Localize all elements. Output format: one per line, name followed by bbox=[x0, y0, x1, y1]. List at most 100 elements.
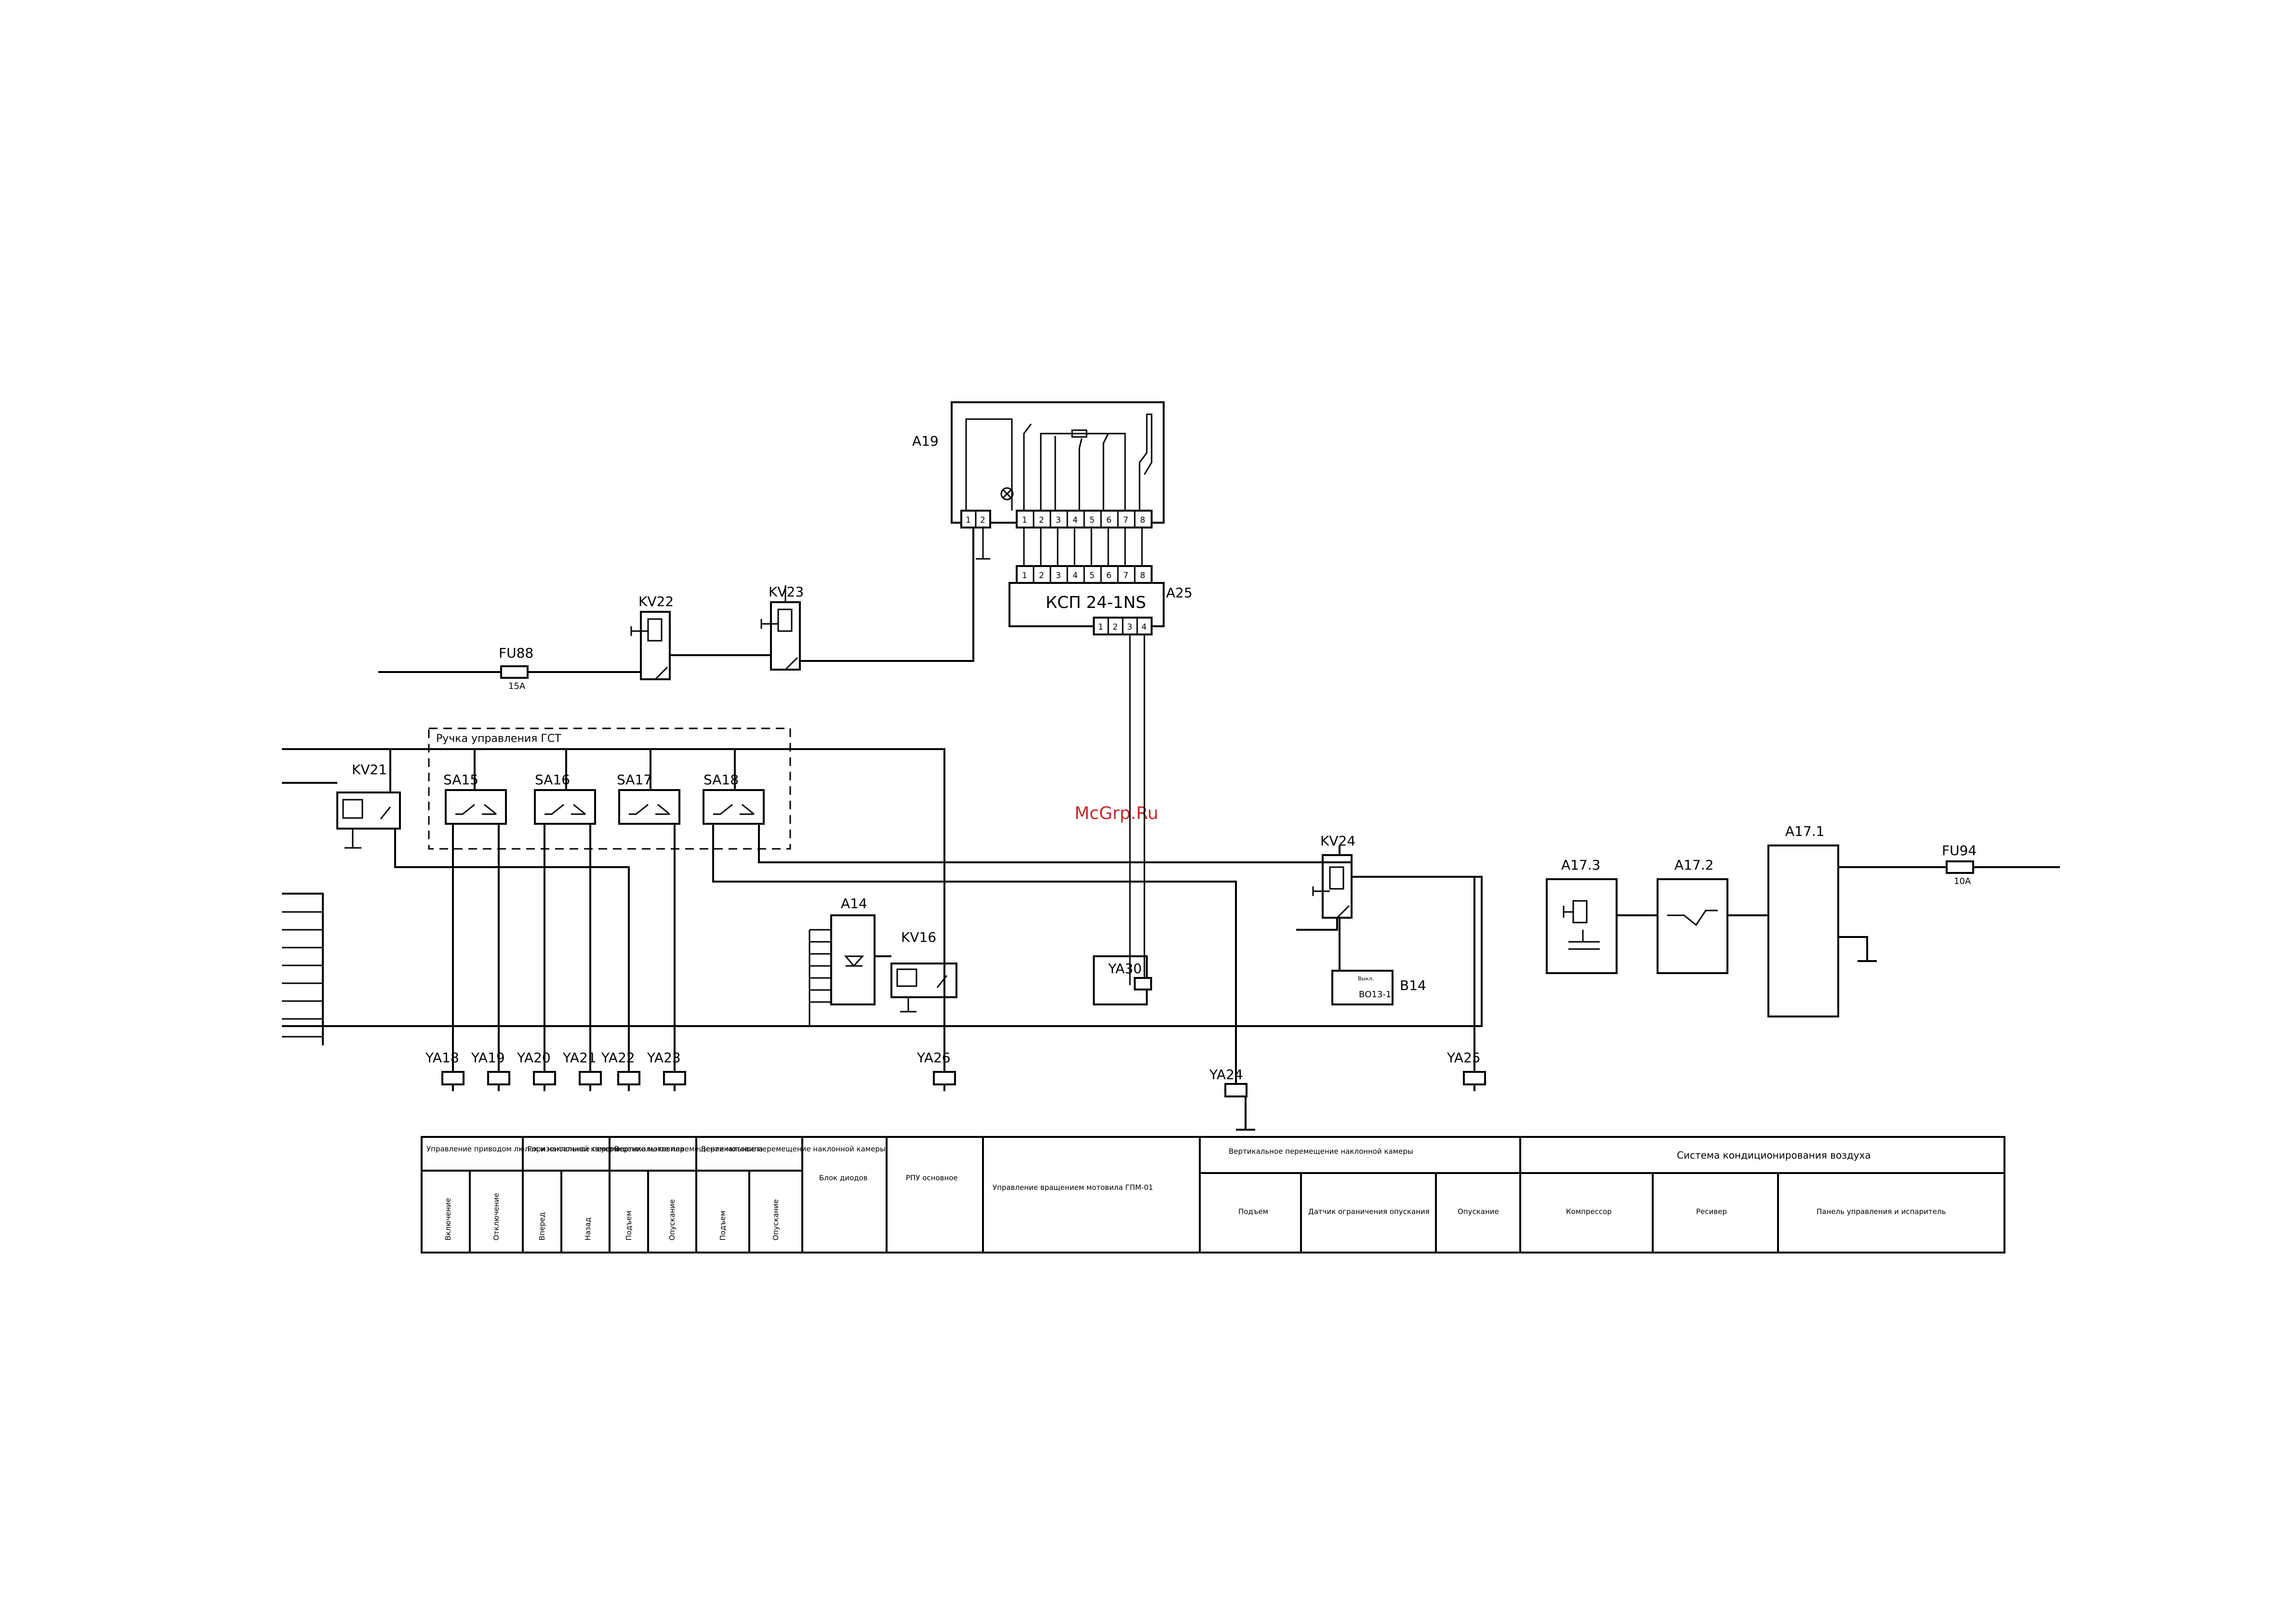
tb-col-switch-off: Отключение bbox=[492, 1193, 501, 1240]
sa16-switch: SA16 bbox=[534, 749, 596, 825]
tb-feeder-vertical-title: Вертикальное перемещение наклонной камер… bbox=[1229, 1147, 1413, 1156]
svg-text:B14: B14 bbox=[1400, 977, 1426, 993]
fu88-fuse bbox=[500, 665, 529, 679]
tb-col-feeder-down: Опускание bbox=[771, 1199, 780, 1240]
fu94-fuse bbox=[1946, 860, 1974, 874]
svg-text:KV16: KV16 bbox=[901, 929, 936, 945]
tb-col-feeder-up: Подъем bbox=[718, 1211, 727, 1240]
svg-text:Выкл.: Выкл. bbox=[1358, 976, 1374, 982]
svg-text:1: 1 bbox=[1022, 515, 1027, 525]
svg-text:3: 3 bbox=[1127, 622, 1132, 632]
feed-line-1 bbox=[282, 748, 945, 1057]
kv22-label: KV22 bbox=[638, 594, 674, 609]
svg-text:2: 2 bbox=[1039, 515, 1044, 525]
valve-ya23: YA23 bbox=[647, 1050, 686, 1091]
tb-group-4-title: Вертикальное перемещение наклонной камер… bbox=[701, 1145, 886, 1153]
tb-col-reel-down: Опускание bbox=[668, 1199, 677, 1240]
valve-ya19: YA19 bbox=[471, 1050, 510, 1091]
svg-text:4: 4 bbox=[1141, 622, 1147, 632]
a25-name: КСП 24-1NS bbox=[1046, 593, 1146, 612]
svg-text:4: 4 bbox=[1073, 515, 1078, 525]
kv24-relay: KV24 bbox=[1296, 833, 1355, 971]
a25-block: 1 2 3 4 5 6 7 8 КСП 24-1NS A25 1 2 3 4 bbox=[1009, 565, 1193, 985]
svg-text:6: 6 bbox=[1106, 571, 1112, 581]
tb-ac-panel: Панель управления и испаритель bbox=[1817, 1207, 1946, 1216]
sa17-switch: SA17 bbox=[617, 749, 680, 825]
svg-text:6: 6 bbox=[1106, 515, 1112, 525]
tb-col-forward: Вперед bbox=[538, 1213, 546, 1240]
valve-ya26: YA26 bbox=[916, 1050, 956, 1091]
sa18-switch: SA18 bbox=[703, 749, 765, 825]
svg-text:YA18: YA18 bbox=[425, 1050, 459, 1066]
valve-ya24: YA24 bbox=[1209, 1057, 1255, 1131]
svg-text:2: 2 bbox=[1113, 622, 1118, 632]
svg-text:7: 7 bbox=[1123, 515, 1128, 525]
svg-text:YA26: YA26 bbox=[916, 1050, 951, 1066]
a19-block: A19 1 2 1 2 3 4 5 6 7 8 bbox=[912, 401, 1165, 566]
svg-text:YA21: YA21 bbox=[562, 1050, 597, 1066]
svg-text:YA20: YA20 bbox=[517, 1050, 551, 1066]
svg-text:YA22: YA22 bbox=[601, 1050, 635, 1066]
kv24-output-wire bbox=[1352, 876, 1475, 1026]
svg-text:A17.3: A17.3 bbox=[1561, 857, 1601, 873]
svg-text:SA15: SA15 bbox=[443, 772, 478, 788]
svg-text:1: 1 bbox=[1098, 622, 1103, 632]
svg-text:KV21: KV21 bbox=[352, 762, 387, 778]
kv23-label: KV23 bbox=[769, 584, 804, 600]
valve-ya25: YA25 bbox=[1447, 1026, 1486, 1091]
svg-text:A14: A14 bbox=[841, 896, 867, 911]
svg-text:KV24: KV24 bbox=[1320, 833, 1355, 849]
tb-rpu: РПУ основное bbox=[906, 1174, 958, 1182]
svg-text:YA25: YA25 bbox=[1447, 1050, 1481, 1066]
svg-text:SA17: SA17 bbox=[617, 772, 652, 788]
tb-col-back: Назад bbox=[584, 1217, 592, 1240]
watermark: McGrp.Ru bbox=[1075, 804, 1158, 823]
fu94-rating: 10A bbox=[1954, 876, 1971, 886]
a17-2-receiver: A17.2 bbox=[1657, 857, 1728, 974]
svg-text:A17.1: A17.1 bbox=[1785, 823, 1825, 839]
svg-text:3: 3 bbox=[1056, 571, 1061, 581]
b14-sensor: Выкл. ВО13-1 B14 bbox=[1331, 970, 1426, 1005]
a14-diode-block: A14 bbox=[809, 896, 891, 1026]
title-block: Управление приводом люлек и наклонной ка… bbox=[421, 1136, 2005, 1254]
svg-text:8: 8 bbox=[1140, 515, 1145, 525]
fu88-label: FU88 bbox=[499, 645, 533, 661]
svg-text:2: 2 bbox=[1039, 571, 1044, 581]
svg-text:SA16: SA16 bbox=[535, 772, 570, 788]
harness-strip bbox=[282, 893, 324, 1045]
sa15-switch: SA15 bbox=[443, 749, 507, 825]
tb-group-3-title: Вертикальное перемещение мотовила bbox=[614, 1145, 763, 1153]
valve-ya30: YA30 bbox=[1093, 955, 1152, 1005]
valve-ya21: YA21 bbox=[562, 1050, 602, 1091]
tb-compressor: Компрессор bbox=[1566, 1207, 1612, 1216]
svg-text:3: 3 bbox=[1056, 515, 1061, 525]
svg-text:7: 7 bbox=[1123, 571, 1128, 581]
fu88-rating: 15А bbox=[508, 681, 526, 691]
svg-text:1: 1 bbox=[966, 515, 971, 525]
gst-handle-group bbox=[428, 727, 791, 850]
svg-text:A17.2: A17.2 bbox=[1674, 857, 1714, 873]
kv21-relay: KV21 bbox=[336, 749, 630, 1026]
gst-handle-label: Ручка управления ГСТ bbox=[436, 733, 561, 745]
tb-col-reel-up: Подъем bbox=[624, 1211, 633, 1240]
fuse-line-top: FU88 15А KV22 KV23 bbox=[378, 528, 974, 691]
main-bus bbox=[282, 876, 1483, 1027]
tb-reel-rotation: Управление вращением мотовила ГПМ-01 bbox=[993, 1183, 1153, 1192]
svg-text:YA24: YA24 bbox=[1209, 1067, 1243, 1082]
svg-text:YA30: YA30 bbox=[1108, 961, 1142, 976]
tb-col-switch-on: Включение bbox=[444, 1198, 452, 1240]
svg-text:4: 4 bbox=[1073, 571, 1078, 581]
kv16-relay: KV16 bbox=[890, 929, 957, 1013]
a19-label: A19 bbox=[912, 433, 939, 449]
svg-text:YA23: YA23 bbox=[647, 1050, 681, 1066]
svg-text:1: 1 bbox=[1022, 571, 1027, 581]
tb-feeder-up: Подъем bbox=[1238, 1207, 1268, 1216]
svg-text:8: 8 bbox=[1140, 571, 1145, 581]
svg-text:ВО13-1: ВО13-1 bbox=[1359, 990, 1391, 1000]
valve-ya22: YA22 bbox=[601, 1026, 640, 1091]
tb-lowering-limit: Датчик ограничения опускания bbox=[1308, 1207, 1430, 1216]
a25-label: A25 bbox=[1166, 585, 1193, 601]
svg-text:5: 5 bbox=[1089, 571, 1095, 581]
sa-output-wires bbox=[452, 824, 1352, 1067]
svg-text:5: 5 bbox=[1089, 515, 1095, 525]
